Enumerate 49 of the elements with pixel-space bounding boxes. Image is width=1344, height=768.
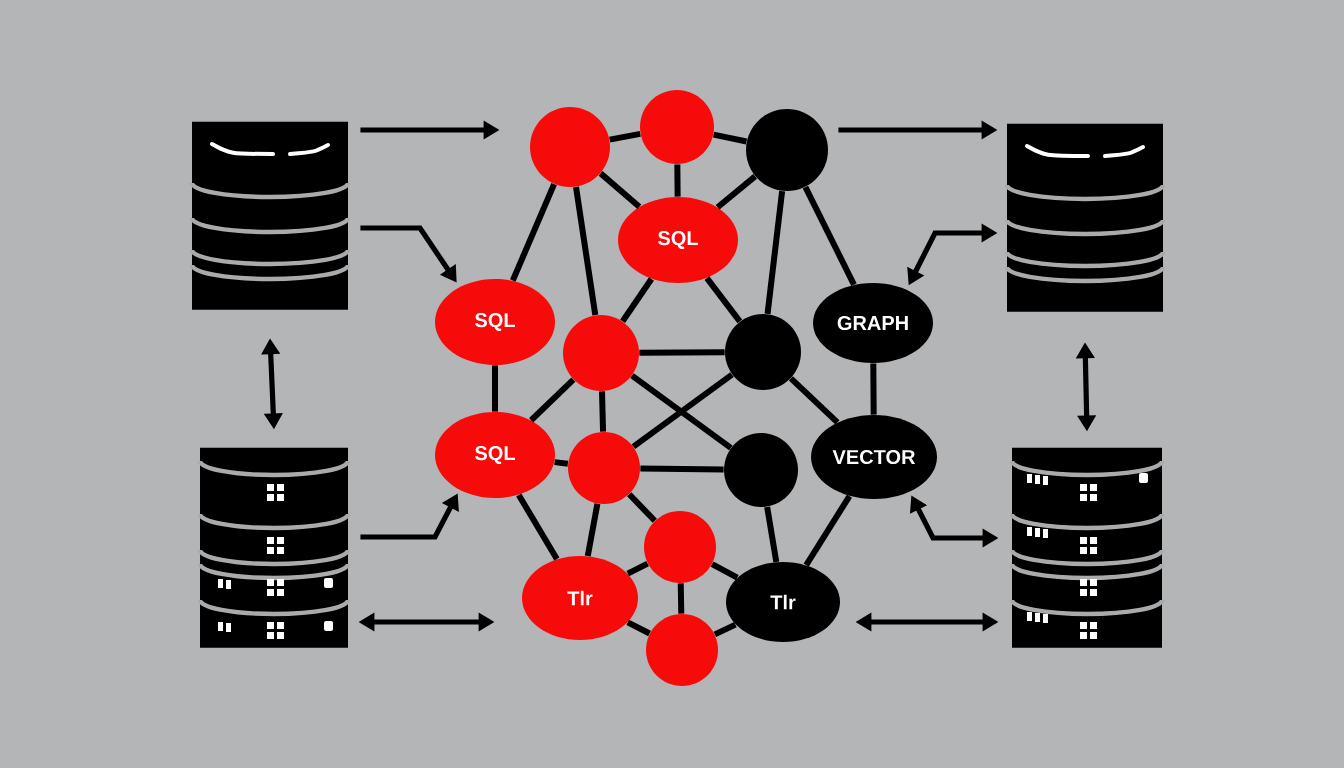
circle-node <box>530 107 610 187</box>
connector-line <box>492 365 498 412</box>
oval-node: Tlr <box>726 562 840 642</box>
connector-line <box>510 182 557 282</box>
circle-node <box>568 432 640 504</box>
oval-node: Tlr <box>522 556 638 640</box>
connector-line <box>704 276 743 324</box>
connector-line <box>802 185 857 286</box>
connector-line <box>620 277 654 323</box>
oval-node: SQL <box>618 197 738 283</box>
circle-node <box>725 314 801 390</box>
connector-line <box>598 171 642 209</box>
connector-line <box>764 506 780 563</box>
database-drawing <box>190 121 350 310</box>
database-drawing <box>1005 123 1165 312</box>
connector-line <box>640 465 724 473</box>
connector-line <box>529 377 576 423</box>
circle-node <box>646 614 718 686</box>
circle-node <box>746 109 828 191</box>
connector-line <box>599 391 607 432</box>
connector-line <box>674 164 681 197</box>
oval-node: SQL <box>435 279 555 365</box>
circle-node <box>644 511 716 583</box>
oval-node: SQL <box>435 412 555 498</box>
connector-line <box>584 503 601 557</box>
connector-line <box>803 494 852 567</box>
connector-line <box>710 561 739 581</box>
circle-node <box>640 90 714 164</box>
connector-line <box>713 621 737 638</box>
connector-line <box>627 492 657 523</box>
connector-line <box>639 349 725 356</box>
connector-line <box>516 493 560 561</box>
connector-line <box>554 459 569 467</box>
connector-line <box>609 130 641 143</box>
connector-line <box>715 174 757 210</box>
connector-line <box>788 376 840 425</box>
circle-node <box>563 315 639 391</box>
connector-line <box>626 560 649 577</box>
database-drawing <box>1010 447 1164 648</box>
connector-line <box>764 190 786 315</box>
connector-line <box>713 131 748 145</box>
oval-node: VECTOR <box>811 415 937 499</box>
connector-line <box>870 363 877 415</box>
connector-line <box>573 186 599 316</box>
connector-line <box>626 619 651 637</box>
circle-node <box>724 433 798 507</box>
database-drawing <box>198 447 350 648</box>
oval-node: GRAPH <box>813 283 933 363</box>
connector-line <box>677 583 685 614</box>
